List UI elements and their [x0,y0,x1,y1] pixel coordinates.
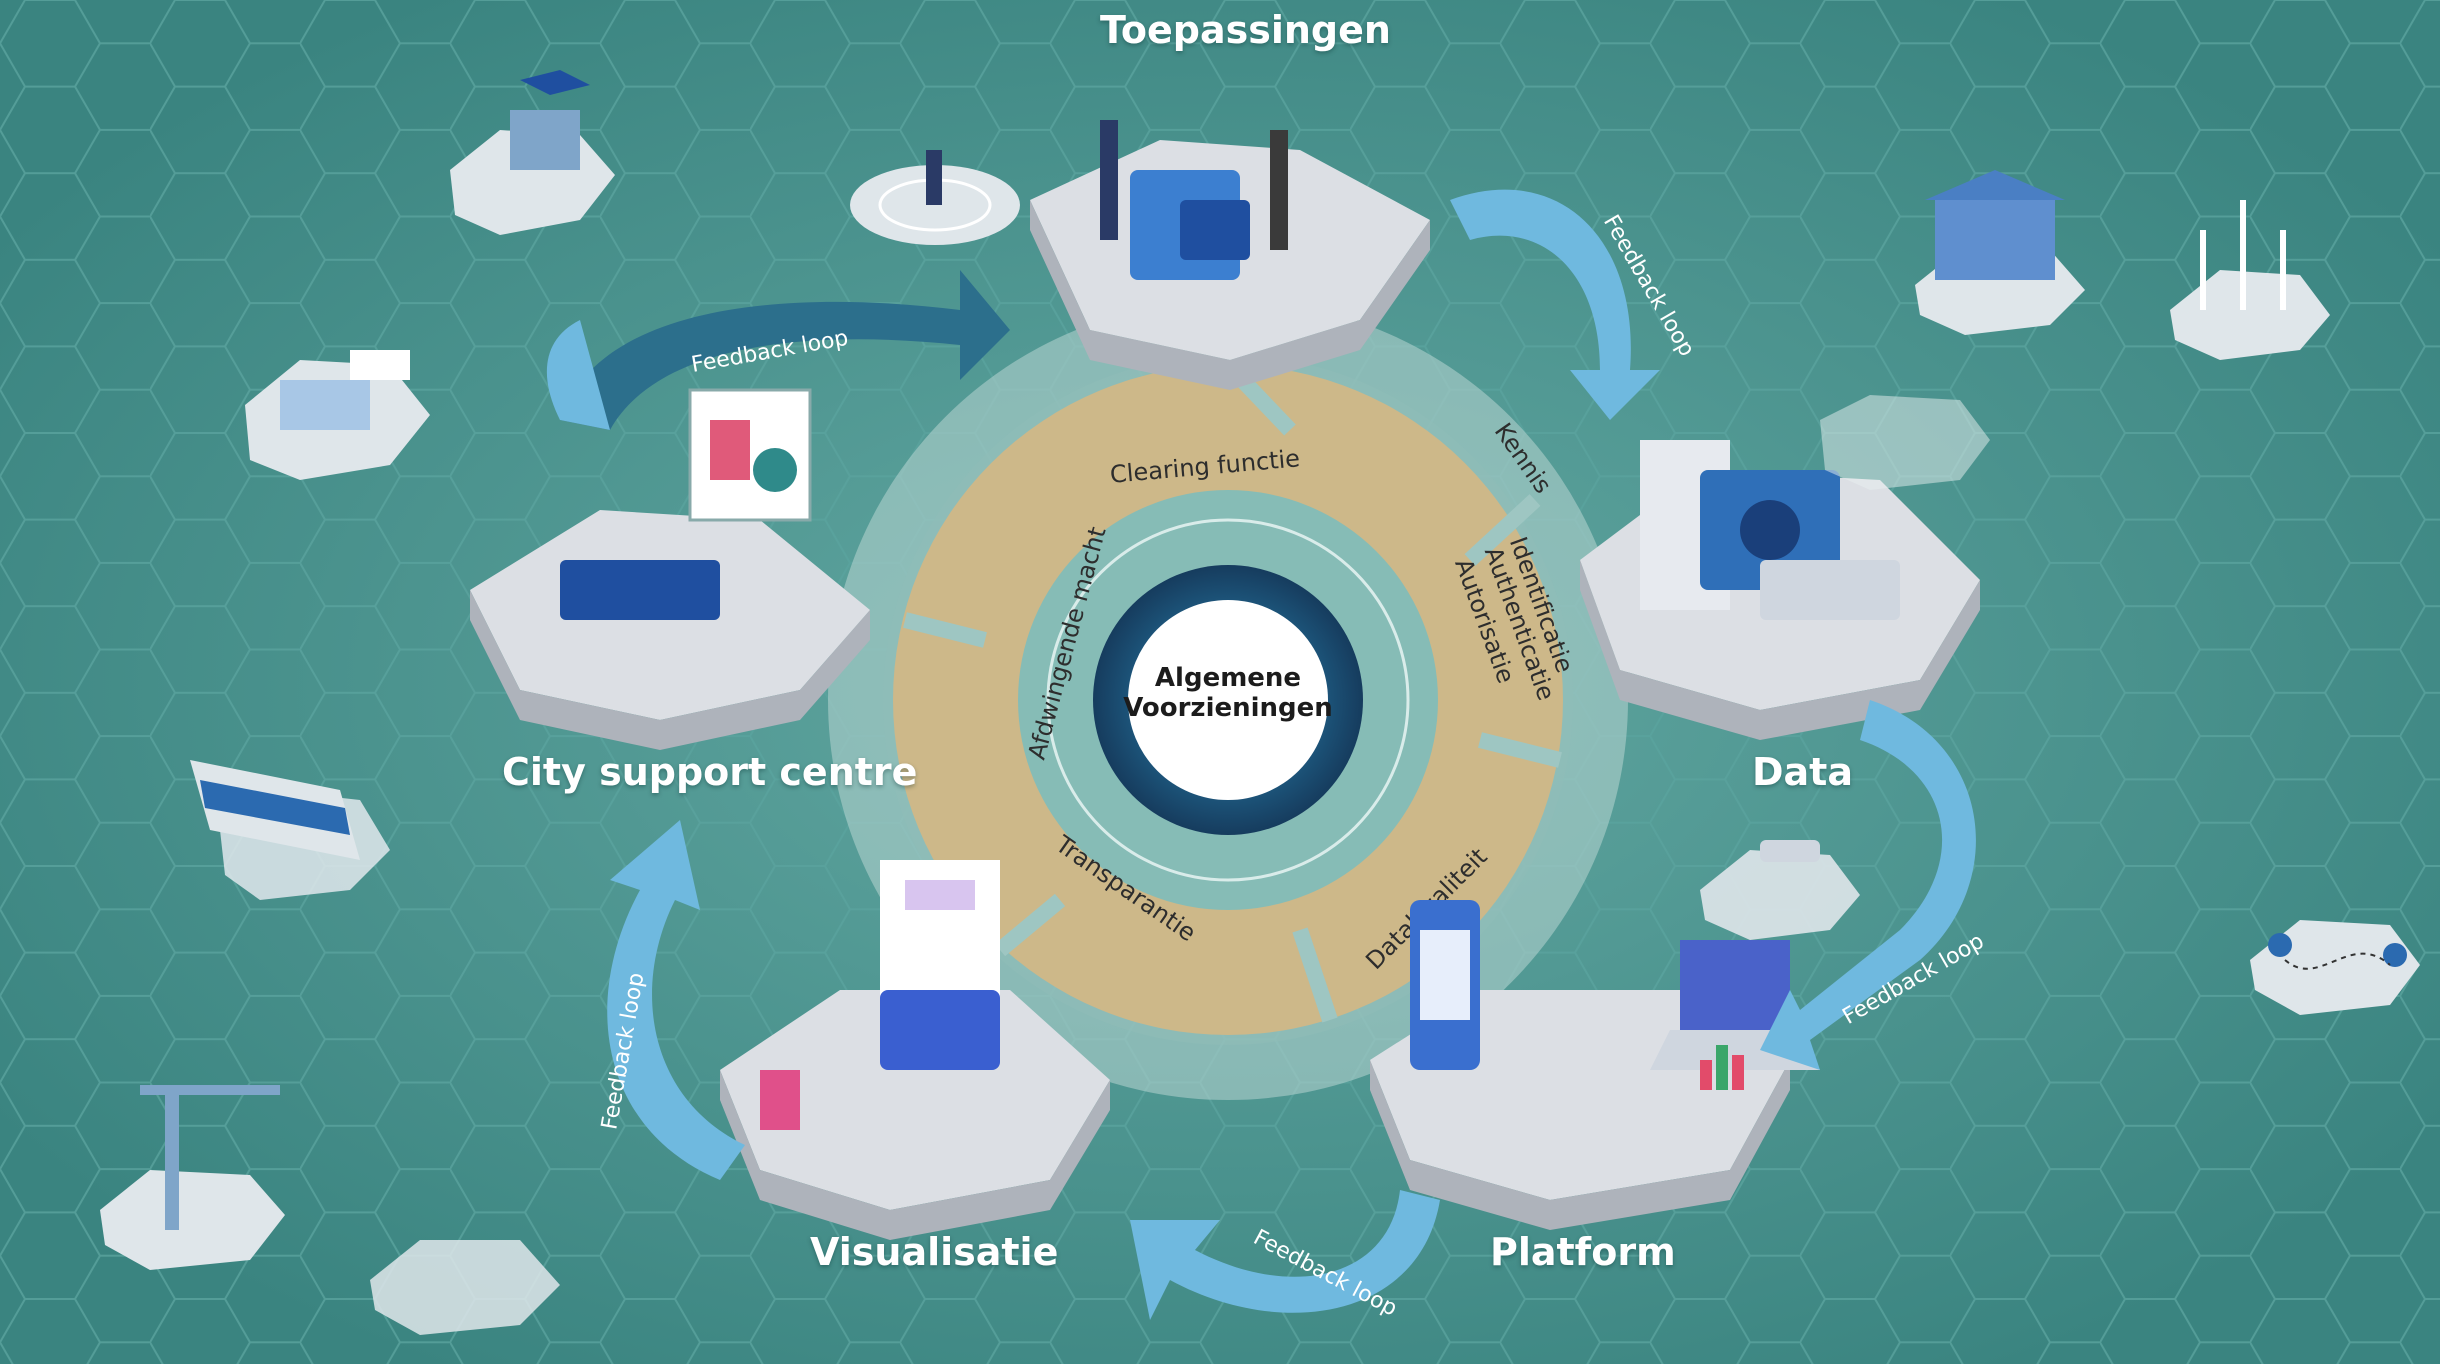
hub-tile-platform [1370,900,1820,1230]
hub-label-toepassingen: Toepassingen [1100,8,1391,52]
hub-tile-visualisatie [720,860,1110,1240]
feedback-arrow-bottom [1130,1190,1440,1320]
tile-empty [370,1240,560,1335]
hub-tile-toepassingen [1030,120,1430,390]
center-line2: Voorzieningen [1123,693,1333,723]
tile-navigation [2250,920,2420,1015]
hub-label-visualisatie: Visualisatie [810,1230,1059,1274]
hub-label-platform: Platform [1490,1230,1676,1274]
core-circle [1128,600,1328,800]
hub-label-city-support-centre: City support centre [502,750,918,794]
feedback-arrow-top-left [546,270,1010,430]
tile-glow-right [1820,395,1990,490]
tile-education [450,70,615,235]
center-line1: Algemene [1155,663,1301,693]
tile-crane [100,1085,285,1270]
tile-office [245,350,430,480]
tile-energy [2170,200,2330,360]
hub-tile-data [1580,440,1980,740]
tile-government [1915,170,2085,335]
hub-tile-city-support [470,388,870,750]
tile-hologram [850,150,1020,245]
inner-ring-dial [1046,518,1410,882]
tile-camera [1700,840,1860,940]
hub-label-data: Data [1752,750,1853,794]
feedback-arrow-top-right [1450,189,1660,420]
feedback-arrow-left [607,820,745,1180]
feedback-arrow-right [1760,700,1976,1070]
tile-tram [190,760,390,900]
